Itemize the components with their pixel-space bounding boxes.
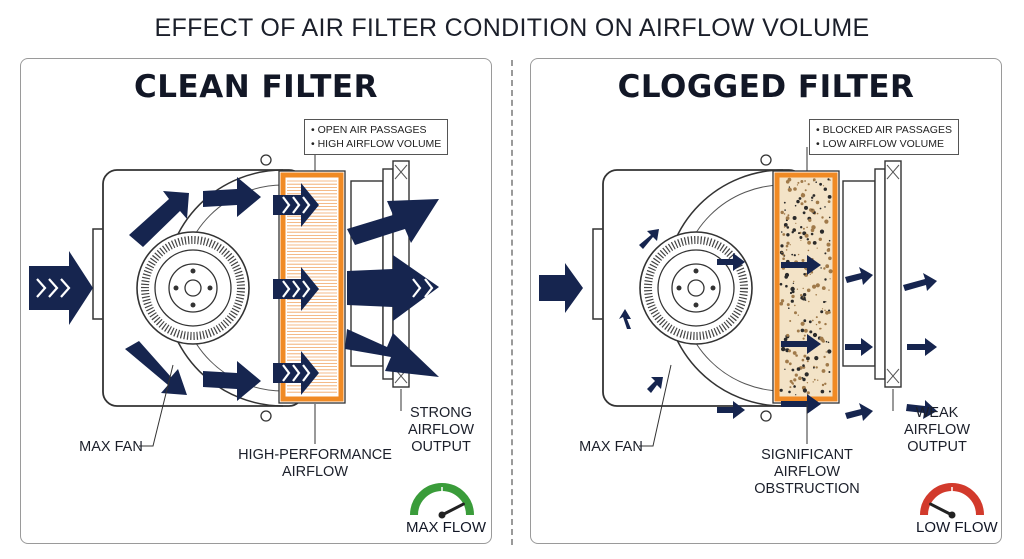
chevron-marks — [36, 196, 434, 382]
inflow-arrow — [539, 263, 583, 313]
gauge-needle — [929, 502, 954, 517]
inflow-arrow — [29, 251, 93, 325]
fan-label: MAX FAN — [579, 439, 643, 455]
clean-filter-diagram — [29, 147, 439, 447]
clean-panel-heading: CLEAN FILTER — [134, 69, 378, 105]
mount-tab — [760, 410, 772, 422]
mount-tab — [760, 154, 772, 166]
gauge-label: MAX FLOW — [406, 519, 487, 536]
gauge-needle — [440, 502, 465, 517]
mount-tab — [260, 154, 272, 166]
leader-lines — [139, 147, 402, 447]
output-label: WEAK AIRFLOW OUTPUT — [903, 405, 971, 455]
output-label: STRONG AIRFLOW OUTPUT — [407, 405, 475, 455]
clean-filter-panel: CLEAN FILTER — [20, 58, 492, 544]
fan-wheel — [639, 231, 753, 345]
clogged-filter-panel: CLOGGED FILTER — [530, 58, 1002, 544]
fan-wheel — [136, 231, 250, 345]
clogged-filter-diagram — [539, 147, 937, 447]
outlet-duct — [842, 160, 902, 388]
mount-tab — [260, 410, 272, 422]
clean-airflow-arrows — [29, 177, 439, 401]
max-flow-gauge — [410, 483, 474, 519]
fan-label: MAX FAN — [79, 439, 143, 455]
gauge-label: LOW FLOW — [916, 519, 998, 536]
filter-label: SIGNIFICANT AIRFLOW OBSTRUCTION — [754, 447, 860, 497]
panel-divider — [511, 60, 513, 545]
clogged-filter — [772, 170, 840, 404]
note-line-1: • BLOCKED AIR PASSAGES — [816, 124, 952, 136]
note-line-1: • OPEN AIR PASSAGES — [311, 124, 427, 136]
low-flow-gauge — [920, 483, 984, 519]
page-title: EFFECT OF AIR FILTER CONDITION ON AIRFLO… — [154, 14, 870, 42]
note-line-2: • LOW AIRFLOW VOLUME — [816, 138, 944, 150]
clogged-airflow-arrows — [539, 229, 937, 421]
clogged-panel-heading: CLOGGED FILTER — [617, 69, 915, 105]
clean-filter-note: • OPEN AIR PASSAGES • HIGH AIRFLOW VOLUM… — [304, 119, 449, 155]
clogged-filter-note: • BLOCKED AIR PASSAGES • LOW AIRFLOW VOL… — [809, 119, 959, 155]
filter-label: HIGH-PERFORMANCE AIRFLOW — [238, 447, 392, 480]
note-line-2: • HIGH AIRFLOW VOLUME — [311, 138, 442, 150]
leader-lines — [639, 147, 894, 447]
